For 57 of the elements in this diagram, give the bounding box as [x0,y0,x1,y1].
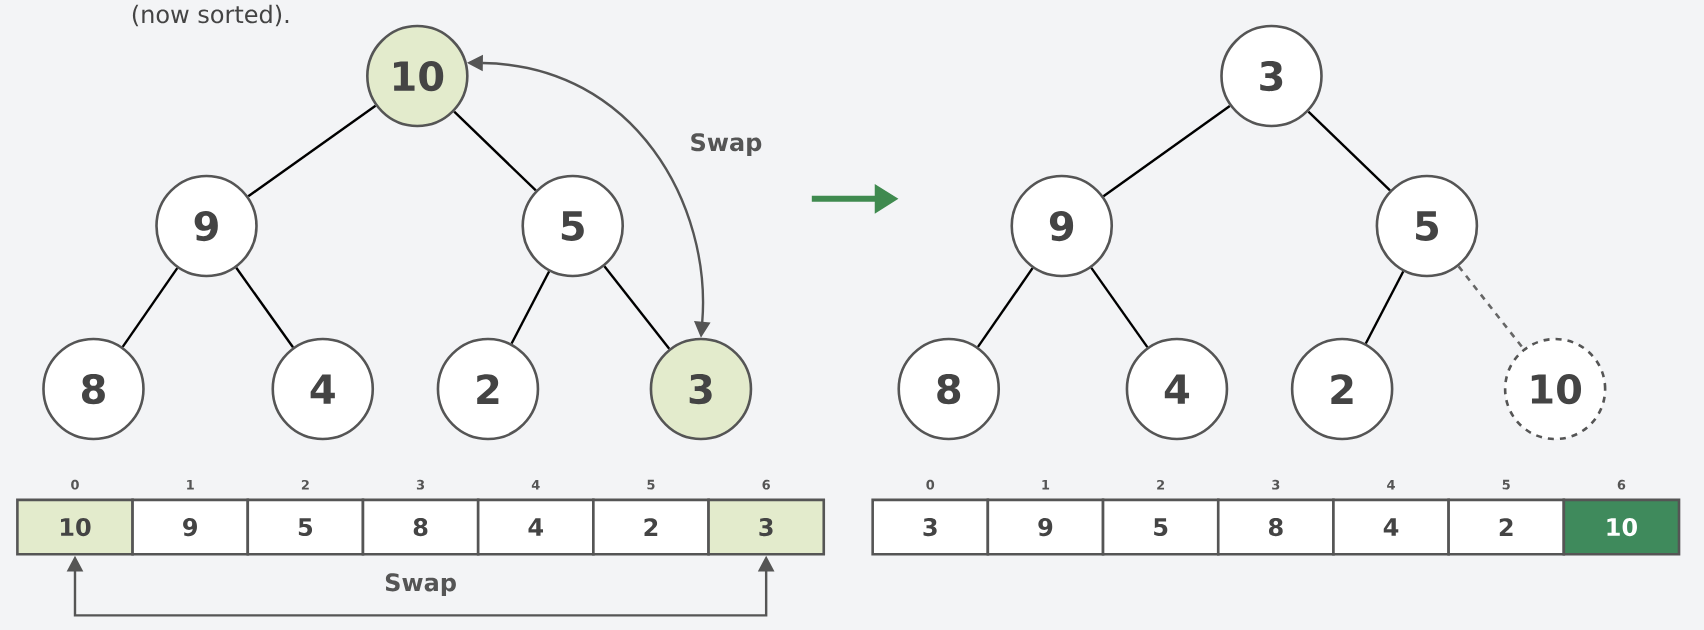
tree-node: 8 [897,337,1001,441]
index-label: 4 [1387,479,1395,490]
index-label: 5 [1502,479,1510,490]
tree-edge [603,265,671,350]
tree-edge [121,267,179,348]
array-cell: 5 [1101,498,1220,556]
dashed-tree-node: 10 [1503,337,1607,441]
tree-node: 3 [649,337,753,441]
array-cell: 8 [361,498,480,556]
index-label: 6 [762,479,770,490]
index-label: 3 [1272,479,1280,490]
index-label: 5 [647,479,655,490]
tree-edge [1457,265,1525,350]
array-cell: 2 [592,498,710,556]
tree-edge [976,267,1034,348]
tree-node: 8 [42,337,145,441]
tree-node: 4 [271,337,375,441]
index-label: 2 [1157,479,1165,490]
index-label: 0 [71,479,79,490]
array-cell: 10 [16,498,134,556]
tree-node: 2 [1290,337,1394,441]
index-label: 2 [301,479,309,490]
tree-node: 9 [155,174,258,278]
array-cell: 8 [1216,498,1335,556]
tree-node: 5 [1375,174,1479,278]
tree-node: 9 [1010,174,1114,278]
tree-edge [247,104,377,198]
array-cell: 4 [476,498,595,556]
tree-node: 4 [1125,337,1229,441]
tree-edge [1102,104,1231,198]
edge-label: Swap [691,133,762,156]
tree-edge [453,110,537,192]
index-label: 3 [416,479,425,490]
tree-edge [235,266,294,348]
tree-edge [1364,270,1405,344]
index-label: 0 [926,479,935,490]
array-cell: 9 [986,498,1105,556]
array-cell: 3 [707,498,826,556]
index-label: 4 [531,479,540,490]
array-cell: 2 [1447,498,1566,556]
array-cell: 10 [1562,498,1681,556]
tree-node: 10 [366,24,469,128]
tree-node: 2 [436,337,540,441]
index-label: 6 [1617,479,1626,490]
array-cell: 5 [246,498,365,556]
array-cell: 9 [131,498,250,556]
tree-edge [510,270,551,344]
tree-node: 3 [1220,24,1323,128]
array-cell: 4 [1332,498,1450,556]
tree-edge [1090,267,1149,348]
array-cell: 3 [871,498,990,556]
caption-text: (now sorted). [132,4,289,26]
tree-node: 5 [521,174,624,278]
index-label: 1 [1042,479,1050,490]
tree-edge [1307,110,1391,192]
index-label: 1 [187,479,194,490]
edge-label: Swap [385,573,456,596]
